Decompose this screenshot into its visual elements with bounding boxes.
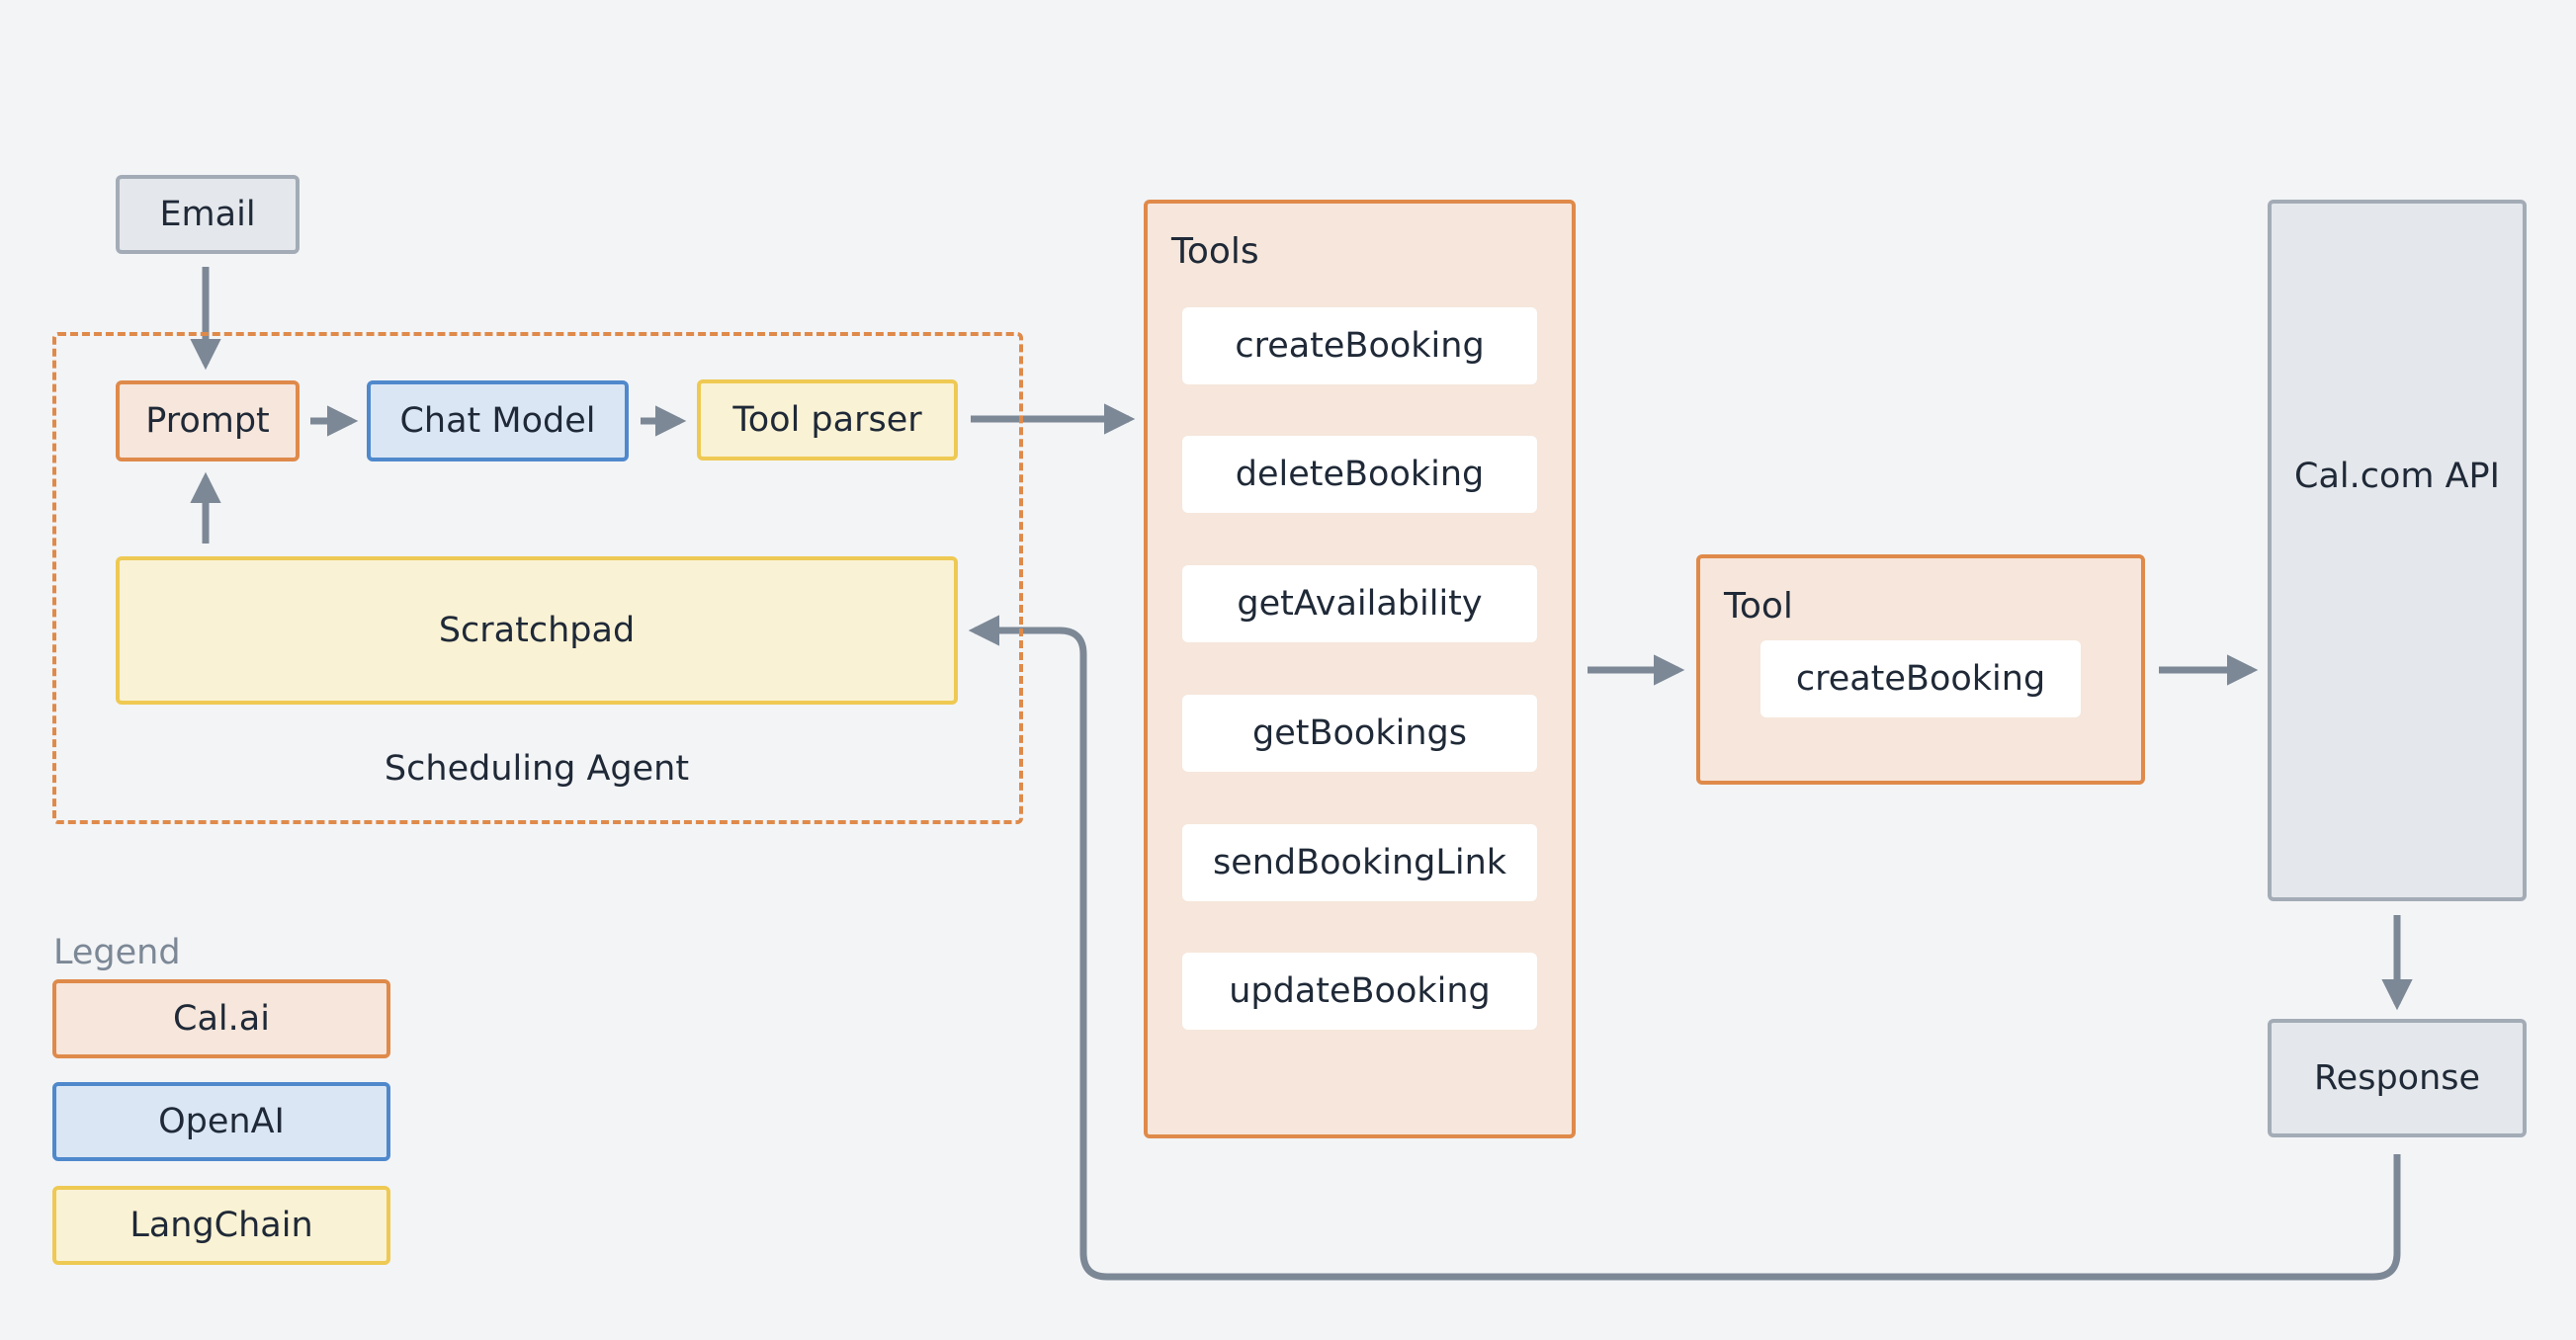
- selected-tool-label: createBooking: [1795, 659, 2046, 699]
- tools-title: Tools: [1171, 231, 1259, 272]
- scratchpad-label: Scratchpad: [438, 611, 636, 650]
- scheduling-agent-title: Scheduling Agent: [384, 749, 690, 789]
- chat-model-node: Chat Model: [367, 380, 629, 461]
- scratchpad-node: Scratchpad: [116, 556, 958, 705]
- tool-item-get-bookings: getBookings: [1182, 695, 1537, 772]
- tool-item-create-booking: createBooking: [1182, 307, 1537, 384]
- arrow-response-to-scratchpad: [968, 615, 2401, 1281]
- response-node: Response: [2268, 1019, 2527, 1137]
- tool-item-label: deleteBooking: [1235, 455, 1485, 494]
- email-label: Email: [159, 195, 256, 234]
- legend-item-openai: OpenAI: [52, 1082, 390, 1161]
- legend-item-calai: Cal.ai: [52, 979, 390, 1058]
- response-label: Response: [2313, 1058, 2481, 1098]
- tool-item-label: getAvailability: [1237, 584, 1483, 624]
- tool-item-label: sendBookingLink: [1212, 843, 1507, 882]
- tool-item-get-availability: getAvailability: [1182, 565, 1537, 642]
- tool-item-label: updateBooking: [1229, 971, 1491, 1011]
- tool-item-label: createBooking: [1235, 326, 1485, 366]
- legend-item-langchain: LangChain: [52, 1186, 390, 1265]
- legend-title: Legend: [53, 933, 181, 972]
- selected-tool-create-booking: createBooking: [1760, 640, 2081, 717]
- tool-parser-node: Tool parser: [697, 379, 958, 461]
- tool-item-send-booking-link: sendBookingLink: [1182, 824, 1537, 901]
- tool-title: Tool: [1724, 586, 1793, 627]
- legend-item-label: OpenAI: [158, 1102, 285, 1141]
- calcom-api-node: Cal.com API: [2268, 200, 2527, 901]
- calcom-api-label: Cal.com API: [2294, 457, 2500, 496]
- tool-item-update-booking: updateBooking: [1182, 953, 1537, 1030]
- prompt-label: Prompt: [145, 401, 270, 441]
- tool-item-delete-booking: deleteBooking: [1182, 436, 1537, 513]
- legend-item-label: Cal.ai: [173, 999, 270, 1039]
- legend-item-label: LangChain: [129, 1206, 313, 1245]
- tool-item-label: getBookings: [1252, 713, 1467, 753]
- email-node: Email: [116, 175, 300, 254]
- scheduling-agent-container: [52, 332, 1023, 824]
- chat-model-label: Chat Model: [399, 401, 596, 441]
- tool-parser-label: Tool parser: [732, 400, 922, 440]
- prompt-node: Prompt: [116, 380, 300, 461]
